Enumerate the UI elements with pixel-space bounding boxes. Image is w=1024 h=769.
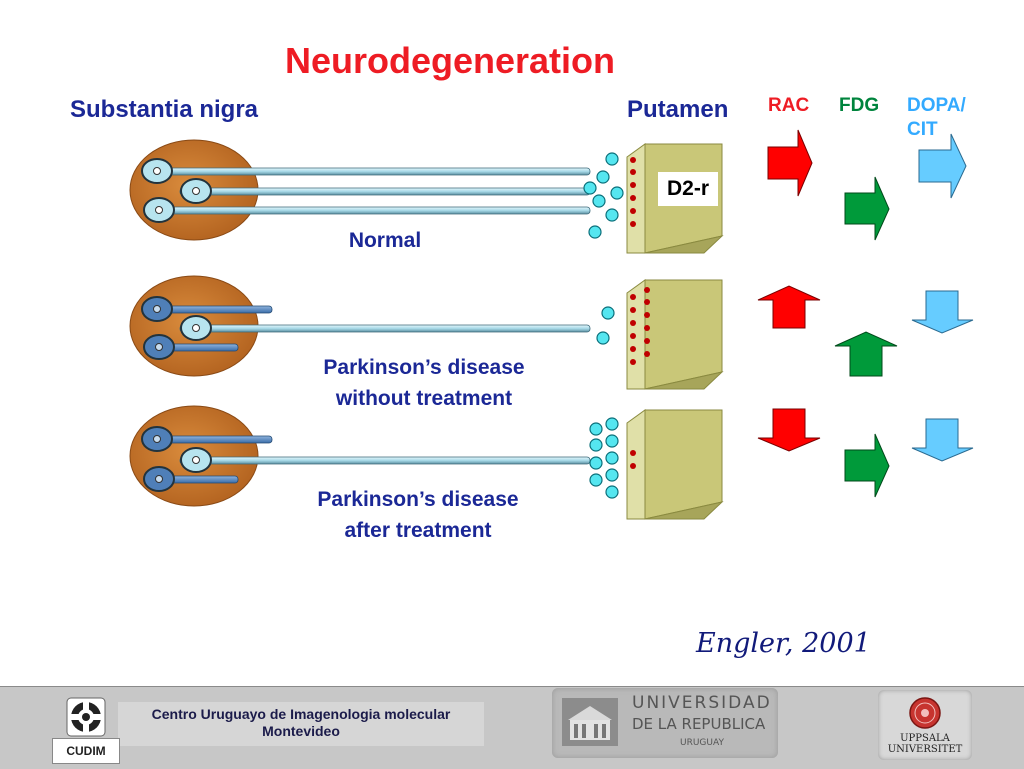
condition-label-pd-treated: Parkinson’s disease after treatment xyxy=(317,488,519,542)
udelar-name-line2: DE LA REPUBLICA xyxy=(632,715,766,733)
putamen-block-pd-untreated xyxy=(626,279,724,390)
citation: Engler, 2001 xyxy=(696,628,871,659)
d2-receptors-normal xyxy=(630,157,636,227)
neuron-cluster-normal xyxy=(129,139,591,241)
fdg-arrow-pd-untreated-up xyxy=(834,331,898,377)
putamen-block-pd-treated xyxy=(626,409,724,520)
udelar-building-icon xyxy=(562,698,618,746)
uppsala-name: UPPSALA UNIVERSITET xyxy=(887,733,963,755)
slide-title: Neurodegeneration xyxy=(284,40,616,81)
dopa-cit-arrow-pd-treated-down xyxy=(911,418,974,462)
fdg-arrow-pd-treated-right xyxy=(844,433,890,498)
cudim-institution-name: Centro Uruguayo de Imagenologia molecula… xyxy=(118,702,484,746)
udelar-name-line3: URUGUAY xyxy=(680,738,724,748)
dopa-cit-arrow-normal-right xyxy=(918,133,967,199)
d2-receptors-pd-treated xyxy=(630,450,636,469)
dopa-cit-arrow-pd-untreated-down xyxy=(911,290,974,334)
fdg-column-label: FDG xyxy=(839,95,880,116)
putamen-header: Putamen xyxy=(627,96,729,123)
dopamine-molecules-pd-treated xyxy=(589,417,619,499)
dopa-cit-column-label: DOPA/ CIT xyxy=(907,95,966,140)
cudim-tag: CUDIM xyxy=(52,738,120,764)
d2-receptor-label: D2-r xyxy=(658,172,718,206)
rac-column-label: RAC xyxy=(768,95,810,116)
substantia-nigra-header: Substantia nigra xyxy=(70,96,259,123)
neuron-cluster-pd-treated xyxy=(129,405,591,507)
diagram-canvas xyxy=(129,129,974,520)
rac-arrow-normal-right xyxy=(767,129,813,197)
d2-receptors-pd-untreated xyxy=(630,287,650,365)
dopamine-molecules-normal xyxy=(583,152,624,239)
dopamine-molecules-pd-untreated xyxy=(596,306,615,345)
neuron-cluster-pd-untreated xyxy=(129,275,591,377)
uppsala-seal-icon xyxy=(909,697,941,729)
fdg-arrow-normal-right xyxy=(844,176,890,241)
udelar-name-line1: UNIVERSIDAD xyxy=(632,693,772,713)
rac-arrow-pd-untreated-up xyxy=(757,285,821,329)
cudim-logo xyxy=(66,697,106,737)
rac-arrow-pd-treated-down xyxy=(757,408,821,452)
condition-label-pd-untreated: Parkinson’s disease without treatment xyxy=(323,356,525,410)
condition-label-normal: Normal xyxy=(348,229,422,252)
